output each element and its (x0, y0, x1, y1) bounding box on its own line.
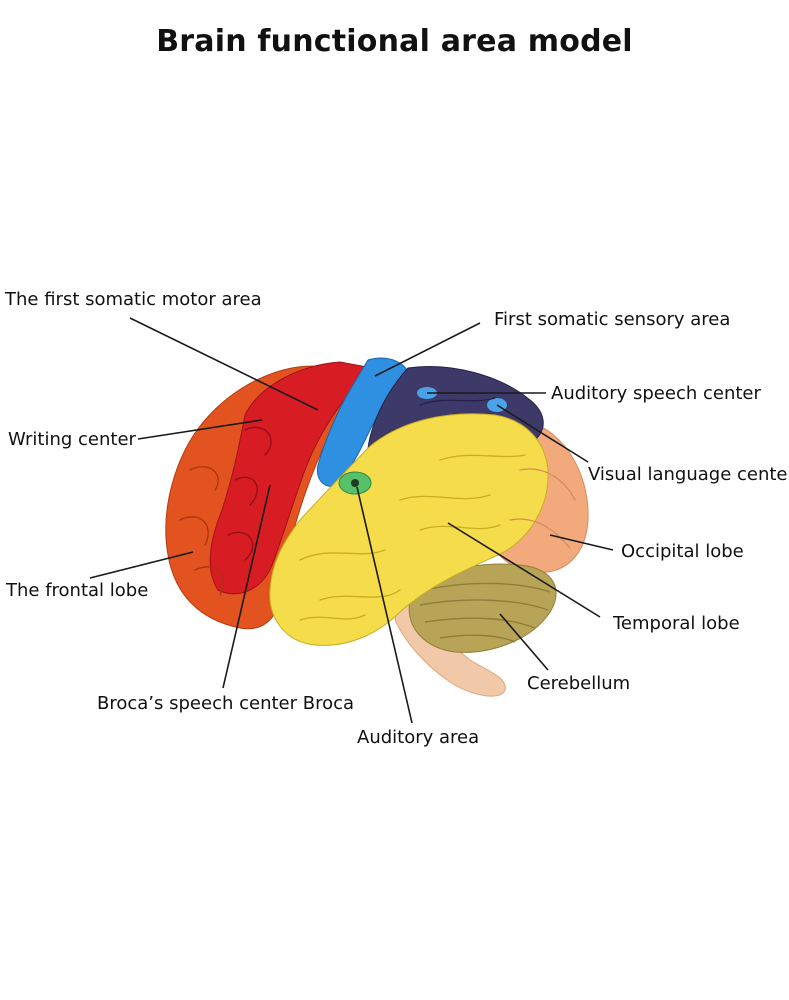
leader-visual-language (496, 404, 589, 463)
label-occipital-lobe: Occipital lobe (621, 541, 744, 562)
leader-sensory-area (374, 322, 481, 377)
leader-auditory-area (356, 486, 413, 724)
label-first-somatic-sensory-area: First somatic sensory area (494, 309, 731, 330)
leader-broca (222, 484, 271, 689)
page-title: Brain functional area model (156, 24, 633, 59)
leader-writing-center (137, 419, 263, 440)
label-writing-center: Writing center (8, 429, 136, 450)
label-frontal-lobe: The frontal lobe (6, 580, 149, 601)
label-broca-speech-center: Broca’s speech center Broca (97, 693, 355, 714)
leader-occipital-lobe (549, 534, 614, 551)
label-cerebellum: Cerebellum (527, 673, 631, 694)
leader-frontal-lobe (89, 551, 194, 579)
label-auditory-speech-center: Auditory speech center (551, 383, 761, 404)
leader-motor-area (129, 317, 319, 411)
leader-cerebellum (499, 613, 549, 671)
label-first-somatic-motor-area: The first somatic motor area (5, 289, 262, 310)
leader-temporal-lobe (447, 522, 601, 618)
label-visual-language-center: Visual language center (588, 464, 789, 485)
temporal-lobe-region (269, 413, 549, 646)
motor-area-region (209, 361, 374, 595)
label-temporal-lobe: Temporal lobe (613, 613, 740, 634)
label-auditory-area: Auditory area (357, 727, 480, 748)
